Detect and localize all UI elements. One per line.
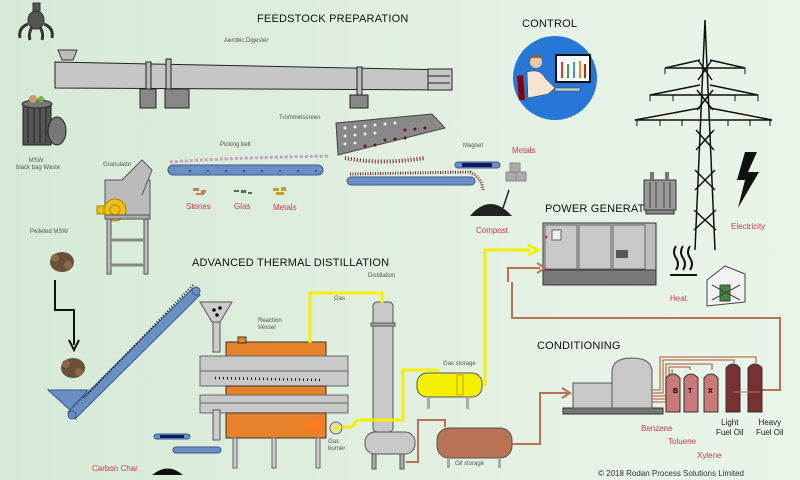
granulator bbox=[96, 159, 153, 275]
output-carbon-char: Carbon Char bbox=[92, 464, 138, 473]
label-gas-burner-2: burner bbox=[328, 446, 346, 452]
greenhouse-icon bbox=[706, 265, 746, 307]
conditioning-unit bbox=[562, 357, 664, 415]
trommelscreen bbox=[335, 113, 446, 164]
glas-pile-icon bbox=[234, 190, 252, 194]
section-title-conditioning: CONDITIONING bbox=[537, 340, 621, 352]
heat-icon bbox=[670, 245, 697, 276]
pellet-pile-icon bbox=[50, 252, 74, 272]
output-compost: Compost bbox=[476, 226, 509, 235]
metal-cubes-icon bbox=[505, 162, 527, 182]
output-heavy-fuel-oil-line1: Heavy bbox=[758, 418, 782, 427]
label-granulator: Granulator bbox=[103, 162, 132, 168]
section-title-control: CONTROL bbox=[522, 18, 578, 30]
section-title-atd: ADVANCED THERMAL DISTILLATION bbox=[192, 257, 390, 269]
oil-arrow-icon bbox=[536, 262, 547, 274]
carbon-char-belt bbox=[153, 433, 222, 454]
label-trommelscreen: Trommelscreen bbox=[279, 115, 321, 121]
metals-pile-icon bbox=[273, 187, 286, 195]
output-toluene: Toluene bbox=[668, 437, 697, 446]
reaction-vessel bbox=[199, 301, 349, 469]
trash-bin-icon bbox=[21, 95, 67, 146]
section-title-power: POWER GENERAT bbox=[545, 203, 645, 215]
gas-storage-tank bbox=[416, 372, 483, 409]
transformer-icon bbox=[643, 172, 677, 215]
gas-burner bbox=[329, 421, 343, 435]
flame-icon bbox=[302, 421, 326, 430]
picking-belt bbox=[167, 154, 331, 176]
arrow-down-icon bbox=[68, 339, 80, 353]
tank-label-t: T bbox=[688, 388, 693, 395]
output-metals-sorted: Metals bbox=[273, 203, 297, 212]
label-pelleted-msw: Pelleted MSW bbox=[30, 229, 69, 235]
oil-storage-tank bbox=[436, 427, 513, 468]
output-stones: Stones bbox=[186, 202, 211, 211]
stones-pile-icon bbox=[193, 188, 206, 195]
output-electricity: Electricity bbox=[731, 222, 766, 231]
lightning-bolt-icon bbox=[737, 152, 759, 208]
tank-label-x: X bbox=[708, 388, 713, 395]
output-metals-magnet: Metals bbox=[512, 146, 536, 155]
distillation-column bbox=[364, 301, 416, 470]
output-glas: Glas bbox=[234, 202, 251, 211]
output-heat: Heat bbox=[670, 294, 687, 303]
copyright: © 2018 Rodan Process Solutions Limited bbox=[598, 469, 744, 478]
label-picking-belt: Picking belt bbox=[220, 142, 251, 148]
product-tanks bbox=[665, 363, 763, 413]
inclined-conveyor bbox=[67, 284, 201, 420]
gas-arrow-icon bbox=[527, 243, 542, 257]
aerobic-digester bbox=[54, 58, 453, 109]
output-xylene: Xylene bbox=[697, 451, 722, 460]
feed-hopper bbox=[46, 389, 90, 411]
electricity-pylon-icon bbox=[634, 19, 773, 251]
pellet-arrow bbox=[54, 280, 75, 345]
oil-line bbox=[406, 267, 781, 463]
compost-heap-icon bbox=[470, 189, 512, 216]
output-light-fuel-oil-line2: Fuel Oil bbox=[716, 428, 744, 437]
label-oil-storage: Oil storage bbox=[455, 461, 485, 467]
label-gas: Gas bbox=[334, 296, 346, 302]
section-title-feedstock: FEEDSTOCK PREPARATION bbox=[257, 13, 409, 25]
label-gas-storage: Gas storage bbox=[443, 361, 476, 367]
tank-label-b: B bbox=[673, 388, 679, 395]
control-operator-icon bbox=[513, 36, 597, 120]
magnet bbox=[454, 161, 501, 169]
product-lines bbox=[652, 356, 757, 403]
label-msw: MSW bbox=[28, 158, 44, 164]
carbon-char-pile-icon bbox=[152, 468, 183, 475]
power-generator bbox=[542, 222, 657, 286]
label-gas-burner-1: Gas bbox=[328, 439, 340, 445]
label-reaction-vessel-1: Reaction bbox=[258, 318, 282, 324]
hopper bbox=[57, 49, 78, 61]
label-distillation: Distillation bbox=[368, 273, 396, 279]
output-heavy-fuel-oil-line2: Fuel Oil bbox=[756, 428, 784, 437]
oil-arrow-2-icon bbox=[561, 387, 572, 399]
label-reaction-vessel-2: Vessel bbox=[258, 325, 276, 331]
output-heavy-fuel-oil: Heavy Fuel Oil bbox=[756, 418, 784, 438]
output-benzene: Benzene bbox=[641, 424, 673, 433]
label-magnet: Magnet bbox=[463, 143, 484, 149]
compost-belt bbox=[346, 170, 485, 191]
pellet-pile-2-icon bbox=[61, 358, 85, 378]
label-aerobic-digester: Aerobic Digester bbox=[224, 38, 269, 44]
output-light-fuel-oil-line1: Light bbox=[721, 418, 739, 427]
label-msw-black-bag: black bag Waste bbox=[16, 165, 61, 171]
grab-crane-icon bbox=[18, 2, 54, 41]
gas-line bbox=[308, 248, 530, 429]
output-light-fuel-oil: Light Fuel Oil bbox=[716, 418, 744, 438]
